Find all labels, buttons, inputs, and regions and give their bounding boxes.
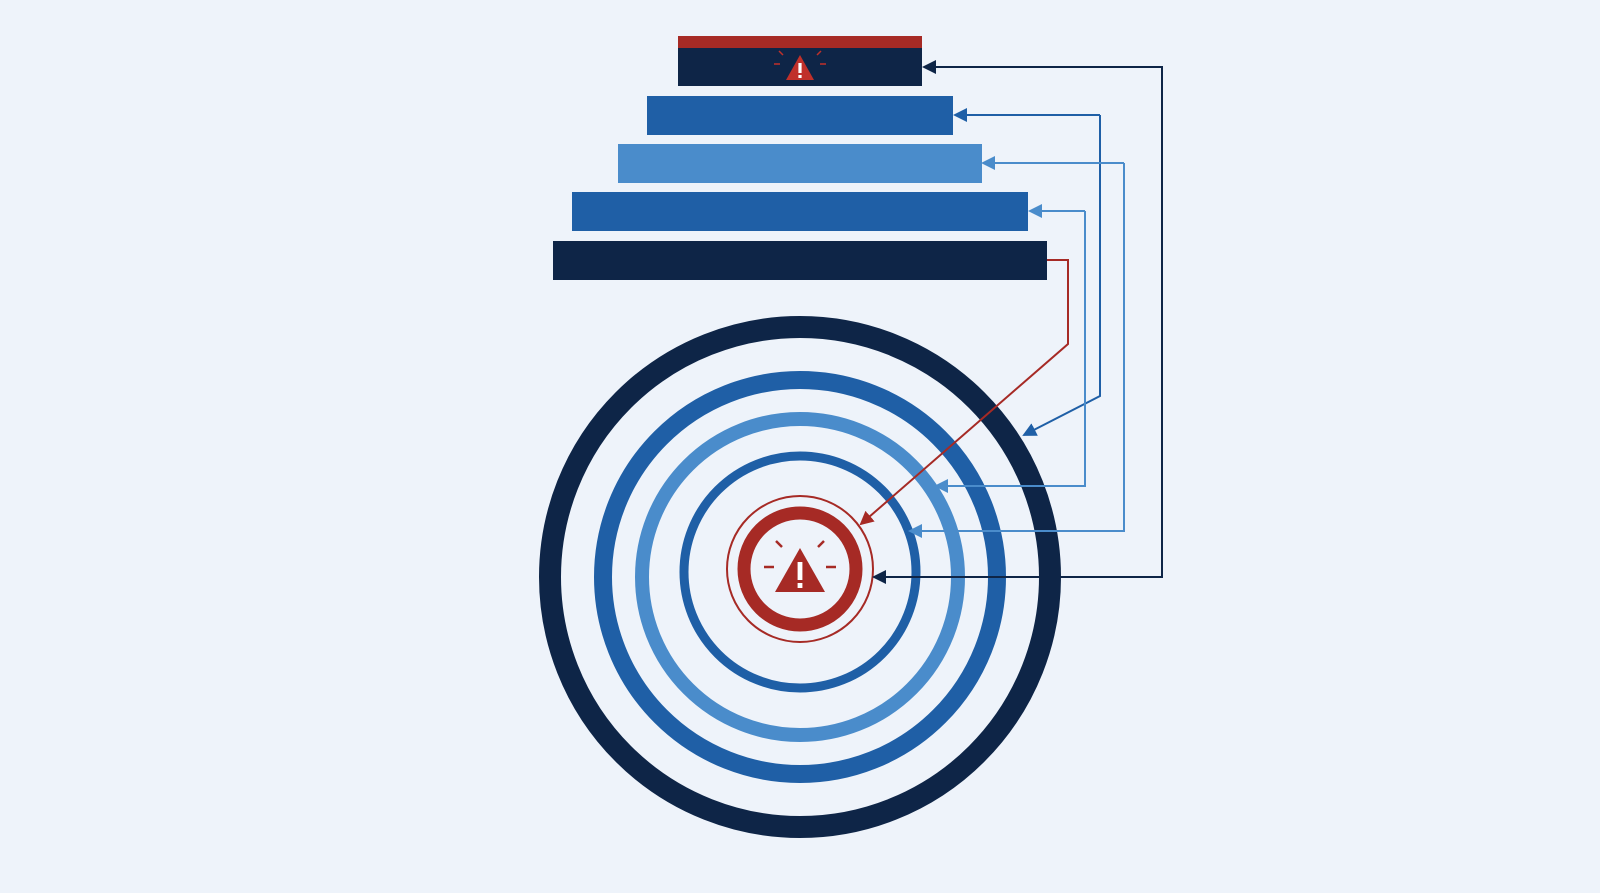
concentric-rings bbox=[539, 316, 1061, 838]
ring-4 bbox=[679, 451, 921, 693]
connector-layer-5-core bbox=[859, 259, 1069, 526]
connectors bbox=[859, 60, 1163, 584]
connector-layer-2-ring bbox=[1022, 115, 1101, 436]
layer-1-bar bbox=[678, 36, 922, 86]
core-alert bbox=[726, 495, 874, 643]
layer-bars bbox=[553, 36, 1047, 280]
layer-1-alert-band bbox=[678, 36, 922, 48]
layer-5-bar bbox=[553, 241, 1047, 280]
layer-4-bar bbox=[572, 192, 1028, 231]
connector-layer-4-ring bbox=[934, 211, 1086, 493]
core-inner-ring bbox=[737, 506, 863, 632]
warning-triangle-icon bbox=[764, 540, 836, 592]
core-outer-ring bbox=[726, 495, 874, 643]
layer-3-bar bbox=[618, 144, 982, 183]
warning-triangle-icon bbox=[774, 50, 826, 80]
connector-layer-3-ring bbox=[908, 163, 1125, 538]
layer-2-bar bbox=[647, 96, 953, 135]
